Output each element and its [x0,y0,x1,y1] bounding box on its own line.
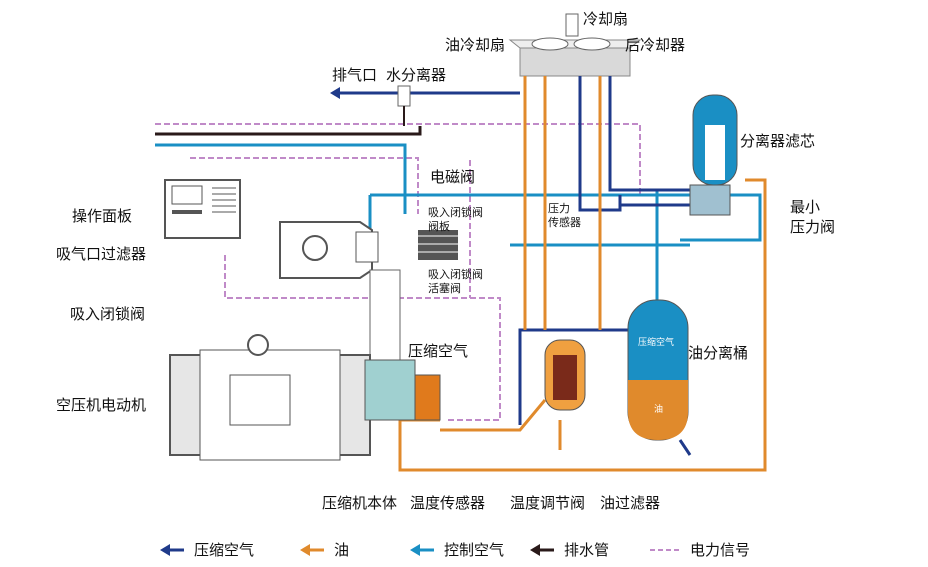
drain-pipe [155,126,422,136]
legend-item-signal: 电力信号 [650,541,750,559]
airend-label: 压缩机本体 [322,494,397,512]
compressed-air-label: 压缩空气 [408,342,468,360]
oil-cooling-fan-label: 油冷却扇 [445,36,505,54]
oil-separator-tank-icon [627,299,689,441]
legend-label-oil: 油 [334,541,349,559]
legend-label-drain: 排水管 [564,541,609,559]
legend-label-control-air: 控制空气 [444,541,504,559]
legend-item-compressed-air: 压缩空气 [160,541,254,559]
inlet-filter-label: 吸气口过滤器 [56,245,146,263]
tank-oil-text: 油 [654,403,663,415]
airend-icon [364,359,441,421]
pressure-sensor-label: 压力传感器 [548,202,581,229]
legend: 压缩空气 油 控制空气 排水管 电力信号 [160,541,750,559]
cooling-fan-label: 冷却扇 [583,10,628,28]
legend-label-signal: 电力信号 [690,541,750,559]
legend-label-compressed-air: 压缩空气 [194,541,254,559]
oil-separator-tank-label: 油分离桶 [688,344,748,362]
legend-item-oil: 油 [300,541,349,559]
intake-valve-plate-label: 吸入闭锁阀阀板 [428,205,483,233]
thermostatic-valve-icon [544,339,586,411]
exhaust-arrow-icon [330,87,366,99]
solenoid-valve-label: 电磁阀 [430,168,475,186]
control-panel-icon [164,179,241,239]
aftercooler-label: 后冷却器 [625,36,685,54]
separator-element-icon [689,94,738,216]
exhaust-port-label: 排气口 [332,66,377,84]
intake-valve-piston-label: 吸入闭锁阀活塞阀 [428,267,483,295]
motor-label: 空压机电动机 [56,396,146,414]
temp-sensor-label: 温度传感器 [410,494,485,512]
cooler-unit [508,13,642,77]
inlet-filter-icon [279,221,379,279]
oil-filter-label: 油过滤器 [600,494,660,512]
thermostatic-valve-label: 温度调节阀 [510,494,585,512]
intake-duct [369,269,401,371]
min-pressure-valve-label: 最小压力阀 [790,198,835,236]
water-separator-label: 水分离器 [386,66,446,84]
separator-element-label: 分离器滤芯 [740,132,815,150]
intake-lock-valve-label: 吸入闭锁阀 [70,305,145,323]
legend-item-control-air: 控制空气 [410,541,504,559]
control-panel-label: 操作面板 [72,207,132,225]
water-separator-icon [397,85,411,126]
legend-item-drain: 排水管 [530,541,609,559]
intake-piston-valve-icon [418,230,458,260]
motor-icon [169,334,371,461]
tank-air-text: 压缩空气 [638,336,674,348]
